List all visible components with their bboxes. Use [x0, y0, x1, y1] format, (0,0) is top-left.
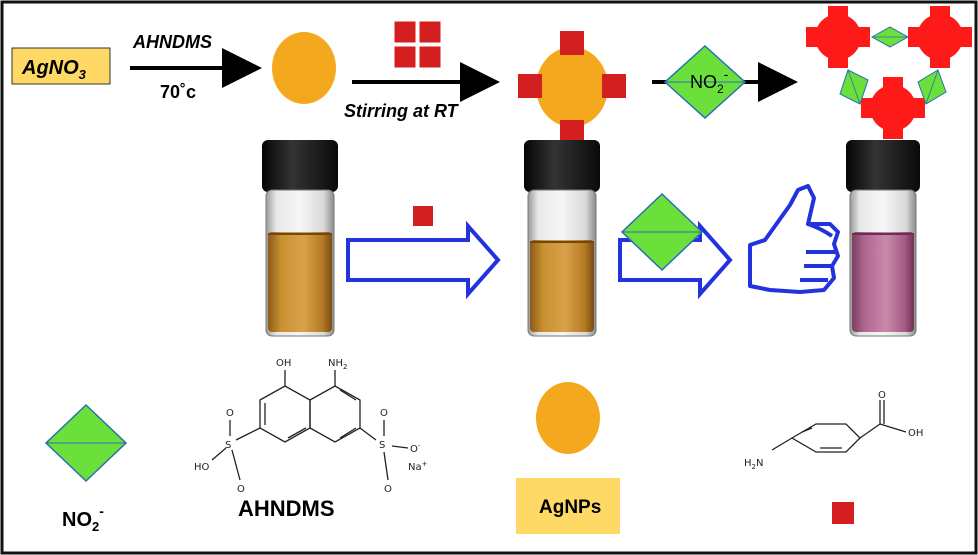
vial-agnp-solution: [262, 140, 338, 337]
paba-n: N: [756, 458, 763, 469]
ahndms-o-4: O: [384, 484, 392, 495]
legend-nitrite: NO2-: [44, 403, 128, 534]
svg-text:O-: O-: [410, 442, 421, 455]
step1-label: AHNDMS: [132, 32, 212, 52]
svg-text:NO2-: NO2-: [690, 66, 729, 96]
hollow-arrow-1: [346, 220, 501, 300]
legend-nitrite-label: NO: [62, 509, 92, 531]
legend-agnps: AgNPs: [516, 382, 620, 534]
reagent-sub: 3: [79, 67, 87, 82]
legend-nitrite-sub: 2: [92, 519, 99, 534]
ahndms-structure: [211, 370, 409, 481]
reagent-box: AgNO3: [11, 47, 111, 85]
ahndms-s-left: S: [225, 440, 231, 451]
ahndms-o-1: O: [226, 408, 234, 419]
ahndms-nh2: NH: [328, 358, 343, 369]
ahndms-s-right: S: [379, 440, 385, 451]
paba-oh: OH: [908, 428, 923, 439]
legend-agnp-particle: [536, 382, 600, 454]
analyte-sub: 2: [717, 82, 724, 96]
svg-text:AgNO3: AgNO3: [21, 57, 87, 82]
ahndms-o-2: O: [237, 484, 245, 495]
svg-text:NH2: NH2: [328, 358, 347, 371]
paba-cube-cluster: [393, 20, 442, 69]
paba-cube-small: [413, 206, 433, 226]
legend-ahndms-label: AHNDMS: [238, 496, 335, 521]
svg-text:H2N: H2N: [744, 458, 763, 471]
legend-agnps-label: AgNPs: [539, 497, 601, 518]
agnp-particle: [272, 32, 336, 104]
legend-agnps-box: [516, 478, 620, 534]
ahndms-atoms: OH NH2 S S O O O O HO O- Na+: [194, 358, 428, 495]
svg-text:Na+: Na+: [408, 460, 428, 473]
thumbs-up-icon: [748, 184, 840, 294]
agnp-aggregate: [806, 6, 972, 139]
ahndms-ho: HO: [194, 462, 210, 473]
step2-condition: Stirring at RT: [344, 101, 460, 121]
ahndms-o-3: O: [380, 408, 388, 419]
reagent-label: AgNO: [21, 57, 79, 79]
ahndms-oh: OH: [276, 358, 291, 369]
paba-o: O: [878, 390, 886, 401]
nitrite-diamond-arrow: [620, 192, 704, 272]
vial-functionalized-solution: [524, 140, 600, 337]
analyte-sup: -: [724, 66, 729, 82]
paba-structure: [771, 400, 907, 453]
analyte-label: NO: [690, 72, 717, 92]
ahndms-nh2-sub: 2: [343, 363, 347, 371]
nitrite-diamond-reaction: NO2-: [663, 44, 747, 120]
legend-paba-cube: [832, 502, 854, 524]
paba-atoms: H2N O OH: [744, 390, 923, 471]
paba-h-sub: 2: [752, 463, 756, 471]
vial-aggregated-solution: [846, 140, 920, 337]
ahndms-na: Na: [408, 462, 422, 473]
ahndms-o-minus: O: [410, 444, 418, 455]
paba-h: H: [744, 458, 752, 469]
legend-nitrite-sup: -: [99, 503, 104, 519]
svg-text:NO2-: NO2-: [62, 503, 104, 534]
step1-condition: 70˚c: [160, 82, 196, 102]
